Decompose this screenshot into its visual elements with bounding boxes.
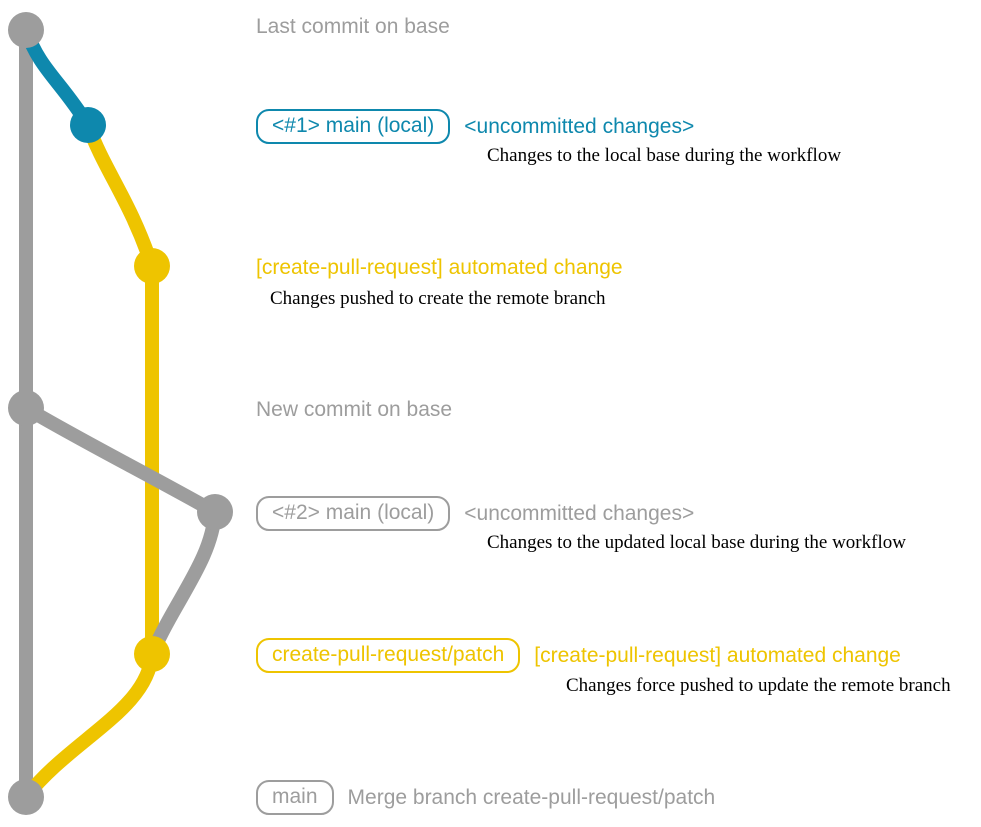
base-to-local2-line [19, 401, 222, 519]
commit-row-local-commit-1: <#1> main (local) <uncommitted changes> [256, 108, 695, 144]
commit-subject: New commit on base [256, 397, 453, 421]
commit-subject: <uncommitted changes> [464, 501, 695, 525]
commit-row-automated-change-2: create-pull-request/patch [create-pull-r… [256, 637, 901, 673]
ref-pill-main[interactable]: main [256, 779, 334, 815]
commit-description: Changes to the updated local base during… [487, 532, 906, 553]
commit-subject: Merge branch create-pull-request/patch [347, 785, 716, 809]
commit-subject: Last commit on base [256, 14, 450, 38]
local2-to-remote2-line [145, 505, 222, 661]
commit-node-merge-commit[interactable] [8, 779, 44, 815]
commit-subject: <uncommitted changes> [464, 114, 695, 138]
commit-row-local-commit-2: <#2> main (local) <uncommitted changes> [256, 495, 695, 531]
commit-node-local-commit-1[interactable] [70, 107, 106, 143]
commit-subject: [create-pull-request] automated change [256, 255, 623, 279]
ref-pill-main-local-2[interactable]: <#2> main (local) [256, 495, 451, 531]
local1-to-remote1-line [81, 118, 159, 273]
commit-row-automated-change-1: [create-pull-request] automated change [256, 251, 623, 283]
remote2-to-merge-line [19, 647, 159, 804]
ref-pill-main-local-1[interactable]: <#1> main (local) [256, 108, 451, 144]
commit-description: Changes to the local base during the wor… [487, 145, 842, 166]
commit-node-new-commit-on-base[interactable] [8, 390, 44, 426]
commit-node-automated-change-1[interactable] [134, 248, 170, 284]
commit-description: Changes force pushed to update the remot… [566, 675, 951, 696]
commit-row-merge-commit: main Merge branch create-pull-request/pa… [256, 779, 716, 815]
commit-description: Changes pushed to create the remote bran… [270, 288, 606, 309]
commit-node-automated-change-2[interactable] [134, 636, 170, 672]
ref-pill-create-pull-request-patch[interactable]: create-pull-request/patch [256, 637, 521, 673]
commit-node-local-commit-2[interactable] [197, 494, 233, 530]
commit-row-new-commit-on-base: New commit on base [256, 393, 452, 425]
commit-row-last-commit-on-base: Last commit on base [256, 10, 450, 42]
commit-node-last-commit-on-base[interactable] [8, 12, 44, 48]
commit-subject: [create-pull-request] automated change [534, 643, 901, 667]
